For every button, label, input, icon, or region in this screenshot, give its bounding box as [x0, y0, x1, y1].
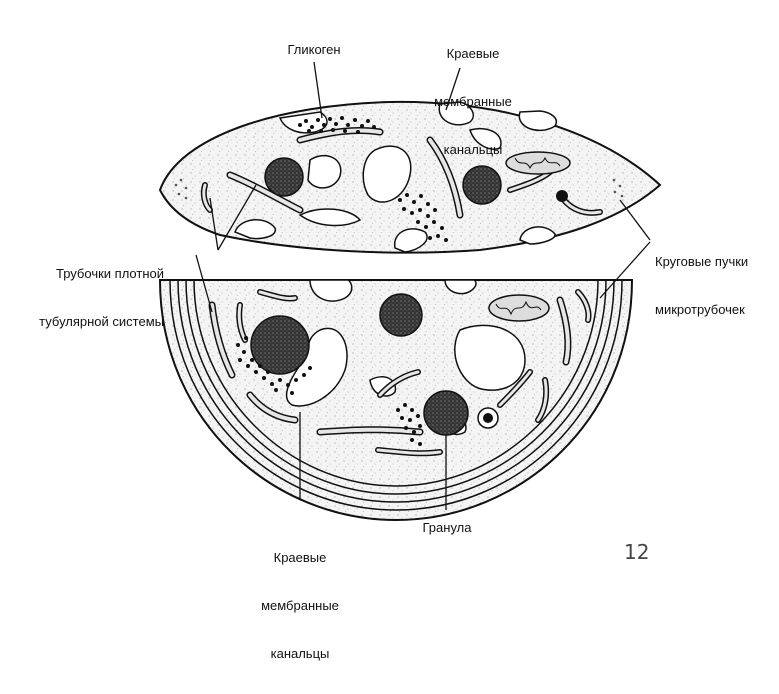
dense-body	[556, 190, 568, 202]
mitochondrion	[489, 295, 549, 321]
label-edge-channels-top: Краевые мембранные канальцы	[418, 14, 528, 190]
label-granule: Гранула	[402, 520, 492, 536]
label-microtubule-bundles: Круговые пучки микротрубочек	[655, 222, 777, 350]
label-glycogen: Гликоген	[268, 42, 360, 58]
granule	[380, 294, 422, 336]
label-dense-tubular-system: Трубочки плотной тубулярной системы	[16, 234, 164, 362]
platelet-top-section	[160, 102, 660, 253]
dense-tubule	[320, 430, 420, 432]
platelet-bottom-section	[160, 280, 632, 520]
dense-body	[483, 413, 493, 423]
platelet-diagram: Гликоген Краевые мембранные канальцы Тру…	[0, 0, 779, 572]
leader-microtubule-1	[620, 200, 650, 240]
canaliculus	[308, 156, 341, 188]
granule	[424, 391, 468, 435]
label-edge-channels-bottom: Краевые мембранные канальцы	[244, 518, 356, 694]
granule	[265, 158, 303, 196]
slide-number: 12	[624, 540, 649, 564]
